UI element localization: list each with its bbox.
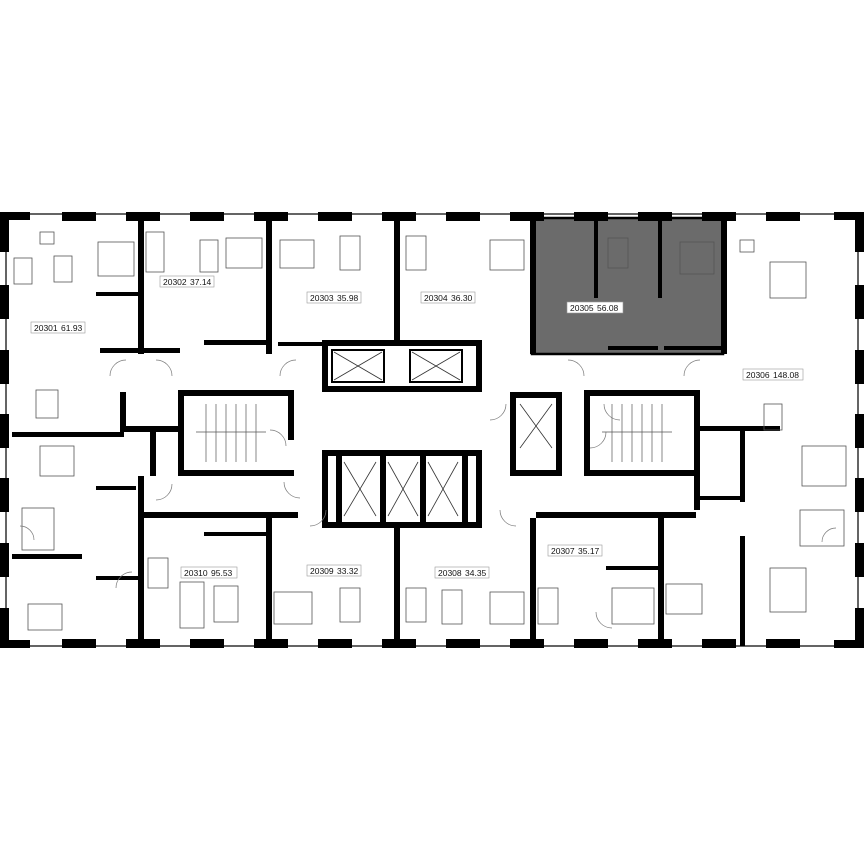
apartment-area: 33.32 <box>337 566 359 576</box>
label-20310: 20310 95.53 <box>180 566 238 579</box>
elevator-marks <box>333 351 553 517</box>
apartment-number: 20301 <box>34 323 58 333</box>
apartment-area: 35.17 <box>578 546 600 556</box>
label-20309: 20309 33.32 <box>306 564 362 577</box>
apartment-area: 56.08 <box>597 303 619 313</box>
stair-treads <box>196 404 672 462</box>
apartment-number: 20309 <box>310 566 334 576</box>
apartment-area: 148.08 <box>773 370 799 380</box>
apartment-20305-highlight[interactable] <box>530 216 725 356</box>
label-20302: 20302 37.14 <box>159 275 215 288</box>
label-20303: 20303 35.98 <box>306 291 362 304</box>
apartment-area: 36.30 <box>451 293 473 303</box>
fixture-lines <box>13 231 847 631</box>
apartment-area: 34.35 <box>465 568 487 578</box>
apartment-number: 20305 <box>570 303 594 313</box>
door-arcs <box>19 359 837 629</box>
label-20308: 20308 34.35 <box>434 566 490 579</box>
label-20305: 20305 56.08 <box>566 301 624 314</box>
label-20306: 20306 148.08 <box>742 368 804 381</box>
apartment-number: 20302 <box>163 277 187 287</box>
label-20301: 20301 61.93 <box>30 321 86 334</box>
label-20304: 20304 36.30 <box>420 291 476 304</box>
apartment-area: 61.93 <box>61 323 83 333</box>
apartment-area: 95.53 <box>211 568 233 578</box>
apartment-number: 20304 <box>424 293 448 303</box>
apartment-area: 35.98 <box>337 293 359 303</box>
apartment-number: 20307 <box>551 546 575 556</box>
interior-walls <box>12 218 780 646</box>
apartment-area: 37.14 <box>190 277 212 287</box>
apartment-number: 20306 <box>746 370 770 380</box>
apartment-number: 20308 <box>438 568 462 578</box>
apartment-number: 20310 <box>184 568 208 578</box>
label-20307: 20307 35.17 <box>547 544 603 557</box>
apartment-number: 20303 <box>310 293 334 303</box>
